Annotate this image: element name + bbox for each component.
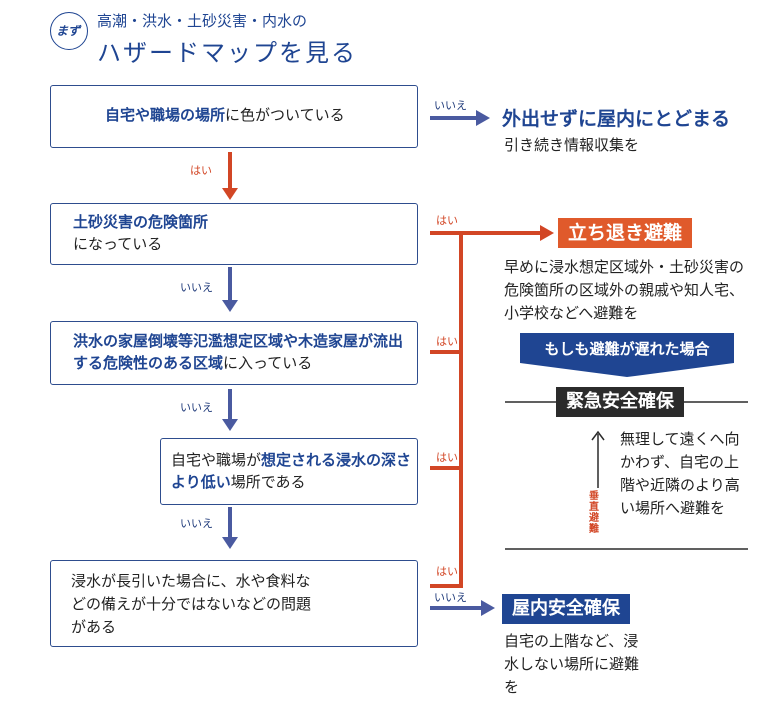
outcome-stay-title: 外出せずに屋内にとどまる bbox=[502, 108, 731, 130]
label-yes-3: はい bbox=[436, 335, 458, 348]
step-2-normal: になっている bbox=[73, 235, 163, 253]
late-banner-text: もしも避難が遅れた場合 bbox=[544, 340, 710, 358]
page-title: ハザードマップを見る bbox=[97, 39, 357, 67]
outcome-stay-desc: 引き続き情報収集を bbox=[504, 136, 640, 154]
label-no-3: いいえ bbox=[180, 401, 213, 414]
label-yes-4: はい bbox=[436, 451, 458, 464]
late-banner: もしも避難が遅れた場合 bbox=[520, 333, 734, 377]
step-3-box: 洪水の家屋倒壊等氾濫想定区域や木造家屋が流出する危険性のある区域に入っている bbox=[50, 321, 418, 385]
step-4-box: 自宅や職場が想定される浸水の深さより低い場所である bbox=[160, 438, 418, 505]
step-1-text: 自宅や職場の場所に色がついている bbox=[105, 104, 345, 126]
outcome-emergency-desc: 無理して遠くへ向かわず、自宅の上階や近隣のより高い場所へ避難を bbox=[620, 430, 740, 517]
label-yes-2: はい bbox=[436, 214, 458, 227]
header: まず 高潮・洪水・土砂災害・内水の ハザードマップを見る bbox=[0, 0, 757, 70]
step-5-box: 浸水が長引いた場合に、水や食料などの備えが十分ではないなどの問題がある bbox=[50, 560, 418, 647]
step-4-normal-a: 自宅や職場が bbox=[171, 451, 262, 469]
step-4-normal-b: 場所である bbox=[230, 473, 306, 491]
step-1-box: 自宅や職場の場所に色がついている bbox=[50, 85, 418, 148]
outcome-emergency-title: 緊急安全確保 bbox=[556, 387, 684, 417]
label-no-2: いいえ bbox=[180, 281, 213, 294]
label-no-5: いいえ bbox=[434, 591, 467, 604]
outcome-indoor-desc: 自宅の上階など、浸水しない場所に避難を bbox=[504, 632, 640, 696]
label-no-4: いいえ bbox=[180, 517, 213, 530]
step-2-bold: 土砂災害の危険箇所 bbox=[73, 213, 209, 231]
step-3-normal: に入っている bbox=[223, 354, 313, 372]
outcome-evacuate-desc: 早めに浸水想定区域外・土砂災害の危険箇所の区域外の親戚や知人宅、小学校などへ避難… bbox=[504, 258, 745, 322]
outcome-indoor-title: 屋内安全確保 bbox=[502, 594, 630, 624]
outcome-evacuate-title: 立ち退き避難 bbox=[558, 218, 693, 248]
step-5-text: 浸水が長引いた場合に、水や食料などの備えが十分ではないなどの問題がある bbox=[71, 572, 312, 636]
header-subtitle: 高潮・洪水・土砂災害・内水の bbox=[97, 12, 308, 30]
label-no-1: いいえ bbox=[434, 99, 467, 112]
step-3-bold: 洪水の家屋倒壊等氾濫想定区域や木造家屋が流出する危険性のある区域 bbox=[73, 332, 404, 372]
step-1-bold: 自宅や職場の場所 bbox=[105, 106, 226, 124]
step-1-normal: に色がついている bbox=[225, 106, 345, 124]
badge-circle: まず bbox=[50, 12, 88, 50]
vertical-evac-label: 垂直避難 bbox=[589, 491, 599, 535]
label-yes-5: はい bbox=[436, 565, 458, 578]
label-yes-1: はい bbox=[190, 164, 212, 177]
step-4-bold: 想定される浸水の深さより低い bbox=[171, 451, 412, 491]
step-3-text: 洪水の家屋倒壊等氾濫想定区域や木造家屋が流出する危険性のある区域に入っている bbox=[73, 330, 408, 374]
step-2-text: 土砂災害の危険箇所 になっている bbox=[73, 211, 208, 255]
step-2-box: 土砂災害の危険箇所 になっている bbox=[50, 203, 418, 265]
step-4-text: 自宅や職場が想定される浸水の深さより低い場所である bbox=[171, 449, 416, 493]
badge-label: まず bbox=[56, 24, 81, 38]
